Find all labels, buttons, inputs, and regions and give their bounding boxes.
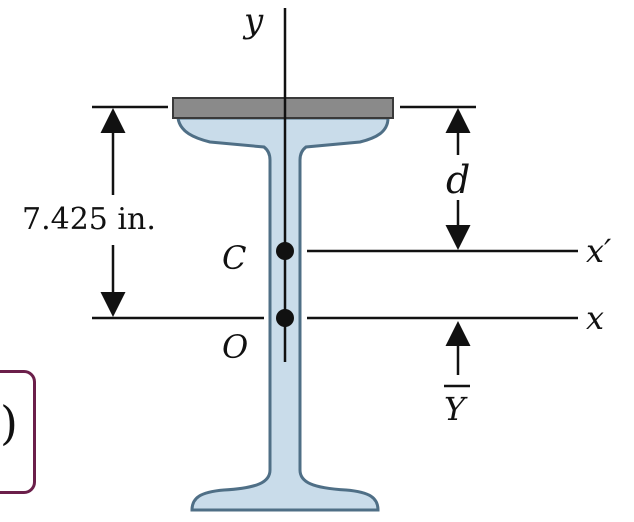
y-bar-label: Y — [444, 390, 468, 428]
x-axis-label: x — [586, 299, 604, 337]
figure-tag-text: ) — [0, 396, 18, 450]
figure-tag-frame — [0, 370, 36, 494]
origin-label-o: O — [222, 328, 248, 366]
dimension-label: 7.425 in. — [22, 202, 156, 237]
x-prime-axis-label: x′ — [586, 232, 612, 270]
y-axis-label: y — [242, 1, 264, 41]
d-label: d — [446, 158, 470, 202]
centroid-point-c — [276, 242, 294, 260]
cover-plate — [172, 97, 394, 119]
origin-point-o — [276, 309, 294, 327]
centroid-label-c: C — [222, 239, 246, 277]
